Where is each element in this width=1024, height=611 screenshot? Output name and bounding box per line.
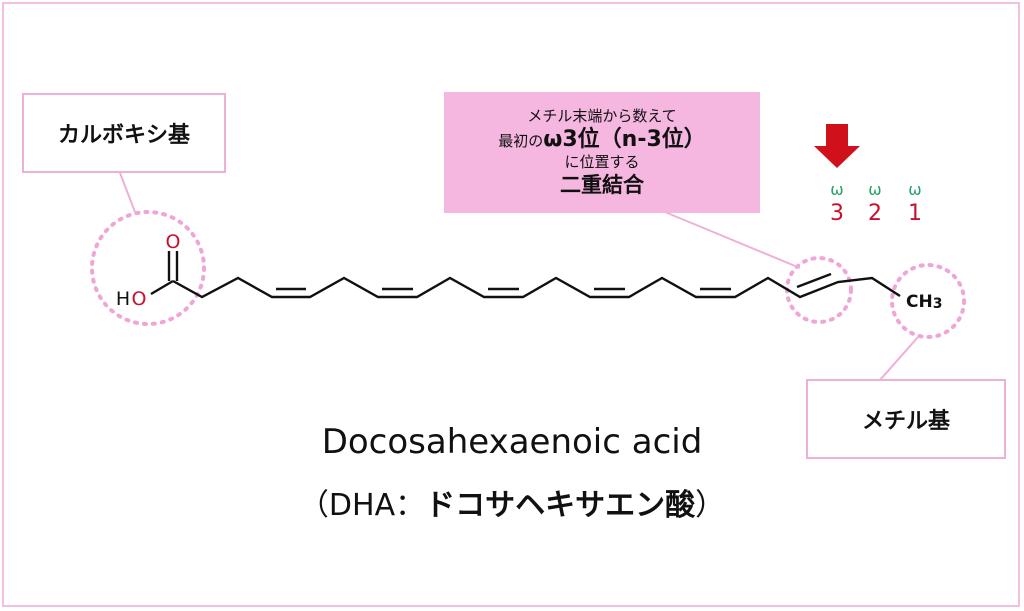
callout-line-4: 二重結合 <box>560 173 644 198</box>
omega-2-marker: ω 2 <box>860 180 890 226</box>
methyl-connector <box>879 336 919 381</box>
english-name: Docosahexaenoic acid <box>321 422 703 462</box>
omega-number: 1 <box>908 201 922 226</box>
omega-number: 3 <box>830 201 844 226</box>
callout-line-3: に位置する <box>564 153 640 172</box>
japanese-name: （DHA：ドコサヘキサエン酸） <box>298 488 726 523</box>
methyl-label: CH3 <box>906 292 942 312</box>
carboxyl-connector <box>119 172 136 213</box>
atom-oxygen-hydroxyl: O <box>132 288 147 310</box>
omega-3-marker: ω 3 <box>822 180 852 226</box>
red-down-arrow-icon <box>814 124 860 168</box>
omega-symbol: ω <box>830 180 844 199</box>
double-bond-6-omega3 <box>796 272 832 289</box>
carboxyl-group-text: カルボキシ基 <box>57 123 190 148</box>
carbon-chain <box>172 276 901 299</box>
c-oh-bond <box>150 279 174 296</box>
atom-hydrogen: H <box>116 288 130 310</box>
carboxyl-highlight-circle <box>90 210 206 326</box>
carboxyl-group-label: カルボキシ基 <box>22 93 226 173</box>
callout-line-2: 最初のω3位（n-3位） <box>498 126 706 152</box>
methyl-group-text: メチル基 <box>861 409 950 434</box>
methyl-highlight-circle <box>890 263 966 339</box>
callout-connector <box>664 211 801 269</box>
omega-symbol: ω <box>868 180 882 199</box>
callout-line-1: メチル末端から数えて <box>527 106 677 125</box>
omega-symbol: ω <box>908 180 922 199</box>
omega-number: 2 <box>868 201 882 226</box>
methyl-group-label: メチル基 <box>806 379 1006 459</box>
omega-1-marker: ω 1 <box>900 180 930 226</box>
atom-oxygen-carbonyl: O <box>166 231 181 253</box>
omega3-callout: メチル末端から数えて 最初のω3位（n-3位） に位置する 二重結合 <box>444 92 760 213</box>
